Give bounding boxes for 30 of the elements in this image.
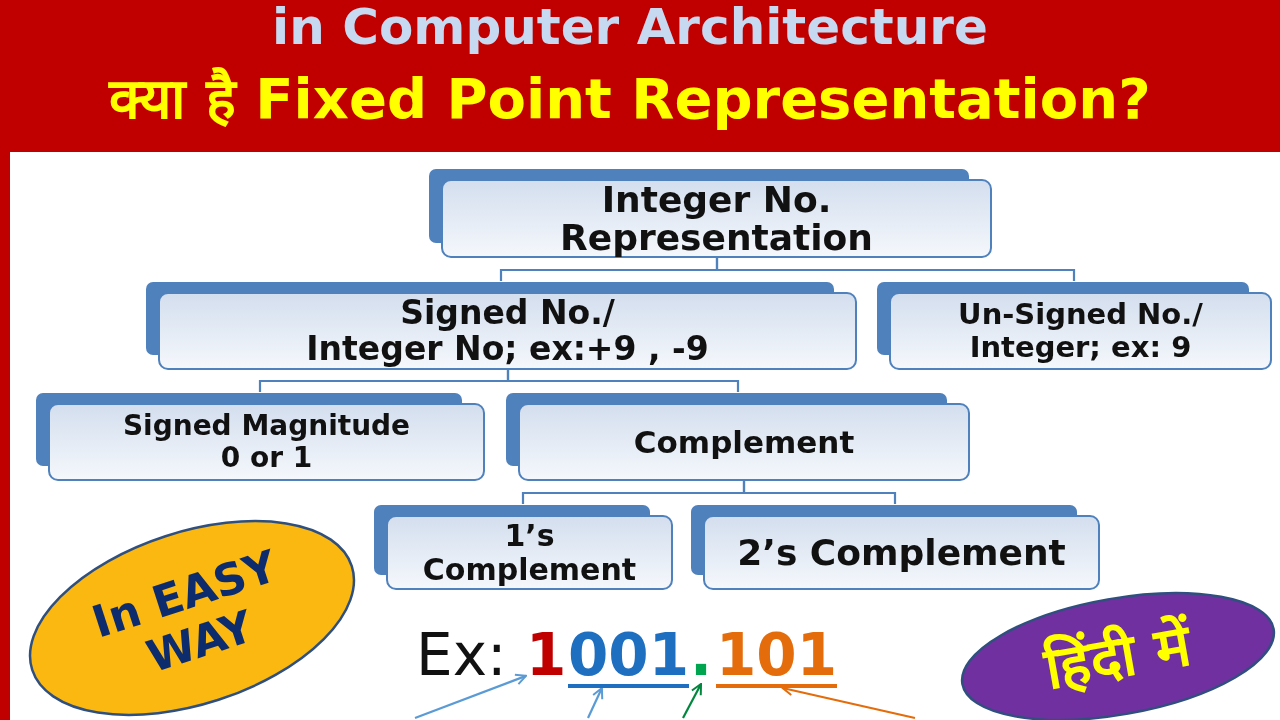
category-box [505,392,970,481]
example-label: Ex: [416,629,507,681]
category-box [35,392,485,481]
connector-line [506,370,740,392]
title-text: क्या है Fixed Point Representation? [109,65,1151,133]
binary-digits: 001 [568,626,690,688]
callout-text: In EASY WAY [85,541,284,685]
category-box [876,281,1272,370]
node-label: 1’s Complement [422,518,637,587]
binary-point: . [690,626,713,684]
binary-digit: 1 [526,626,567,684]
category-box [690,504,1100,590]
category-box [145,281,857,370]
subtitle-text: in Computer Architecture [272,0,988,54]
node-label: Un-Signed No./ Integer; ex: 9 [958,298,1203,364]
pointer-arrow [587,687,604,719]
pointer-arrow [682,683,702,719]
callout-ellipse [28,519,356,717]
node-label: Complement [633,424,855,460]
connector-line [715,258,1076,281]
node-label: Integer No. Representation [560,180,873,257]
node-label: Signed Magnitude 0 or 1 [122,410,411,474]
node-label: Signed No./ Integer No; ex:+9 , -9 [306,295,709,367]
connector-line [742,481,897,504]
callout-text: हिंदी में [1039,611,1197,702]
node-label: 2’s Complement [737,532,1066,573]
pointer-arrow [414,673,527,720]
category-box [373,504,673,590]
category-box [428,168,992,258]
binary-digits: 101 [716,626,838,688]
